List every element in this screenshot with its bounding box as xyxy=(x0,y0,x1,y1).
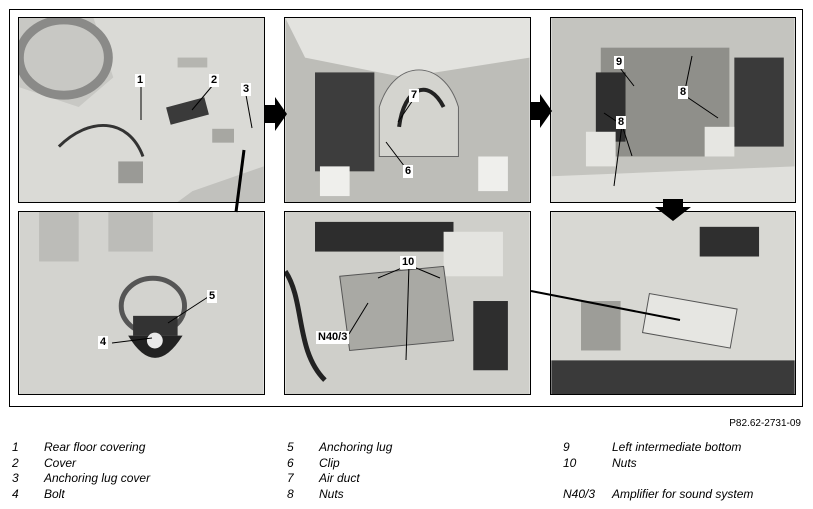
callout-1: 1 xyxy=(135,74,146,87)
callout-4: 4 xyxy=(98,336,109,349)
sequence-arrow-right-1 xyxy=(265,97,287,131)
photo-panel-5 xyxy=(284,211,531,395)
photo-panel-3 xyxy=(550,17,796,203)
photo-panel-6 xyxy=(550,211,796,395)
photo-anchoring-lug xyxy=(19,212,264,394)
photo-floor-covering xyxy=(19,18,264,202)
sequence-arrow-right-2 xyxy=(530,94,552,128)
callout-8-top: 8 xyxy=(678,86,689,99)
photo-amplifier xyxy=(285,212,530,394)
callout-2: 2 xyxy=(209,74,220,87)
callout-10: 10 xyxy=(400,256,417,269)
legend-item-spacer xyxy=(563,471,753,487)
callout-7: 7 xyxy=(409,89,420,102)
callout-n40-3: N40/3 xyxy=(316,331,350,344)
figure-reference-id: P82.62-2731-09 xyxy=(729,418,801,429)
sequence-arrow-down xyxy=(655,199,691,221)
callout-5: 5 xyxy=(207,290,218,303)
photo-panel-4 xyxy=(18,211,265,395)
photo-amplifier-installed xyxy=(551,212,795,394)
callout-8-bottom: 8 xyxy=(616,116,627,129)
callout-3: 3 xyxy=(241,83,252,96)
photo-intermediate-bottom xyxy=(551,18,795,202)
callout-9: 9 xyxy=(614,56,625,69)
callout-6: 6 xyxy=(403,165,414,178)
photo-panel-1 xyxy=(18,17,265,203)
